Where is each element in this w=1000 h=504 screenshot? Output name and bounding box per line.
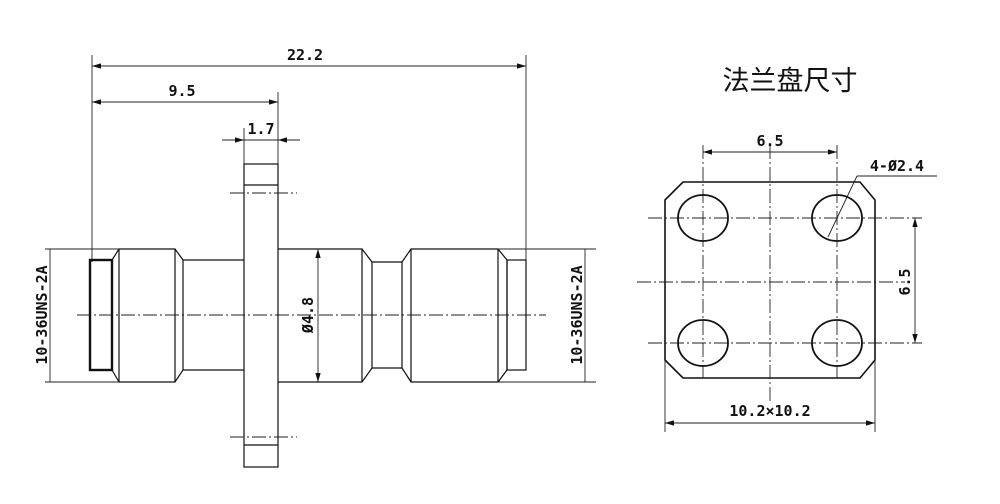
left-end-cap [88,258,114,372]
dimension-to-flange: 9.5 [168,82,195,100]
right-nut [401,248,508,383]
flange-plate [243,163,279,468]
flange-plate-outline [664,181,876,379]
dimension-flange-thickness: 1.7 [247,120,274,138]
dimension-hole-spacing-y: 6.5 [896,268,914,295]
leader-line [827,175,858,238]
dimension-overall-length: 22.2 [287,46,323,64]
dimension-hole-spacing-x: 6.5 [756,132,783,150]
connector-side-view: 22.2 9.5 1.7 [33,46,596,468]
right-body [278,248,373,383]
mounting-hole [677,319,729,367]
left-nut [111,248,184,383]
dimension-holes: 4-Ø2.4 [870,157,924,175]
thread-label-left: 10-36UNS-2A [33,265,51,364]
mounting-hole [811,194,863,242]
dimension-size: 10.2×10.2 [729,402,810,420]
flange-view: 法兰盘尺寸 6.5 4-Ø2.4 6.5 10.2×10.2 [637,66,937,432]
mounting-hole [811,319,863,367]
right-end-cap [506,259,527,371]
mounting-hole [677,194,729,242]
thread-label-right: 10-36UNS-2A [568,265,586,364]
dimension-body-diameter: Ø4.8 [299,297,317,334]
flange-title: 法兰盘尺寸 [723,66,858,97]
